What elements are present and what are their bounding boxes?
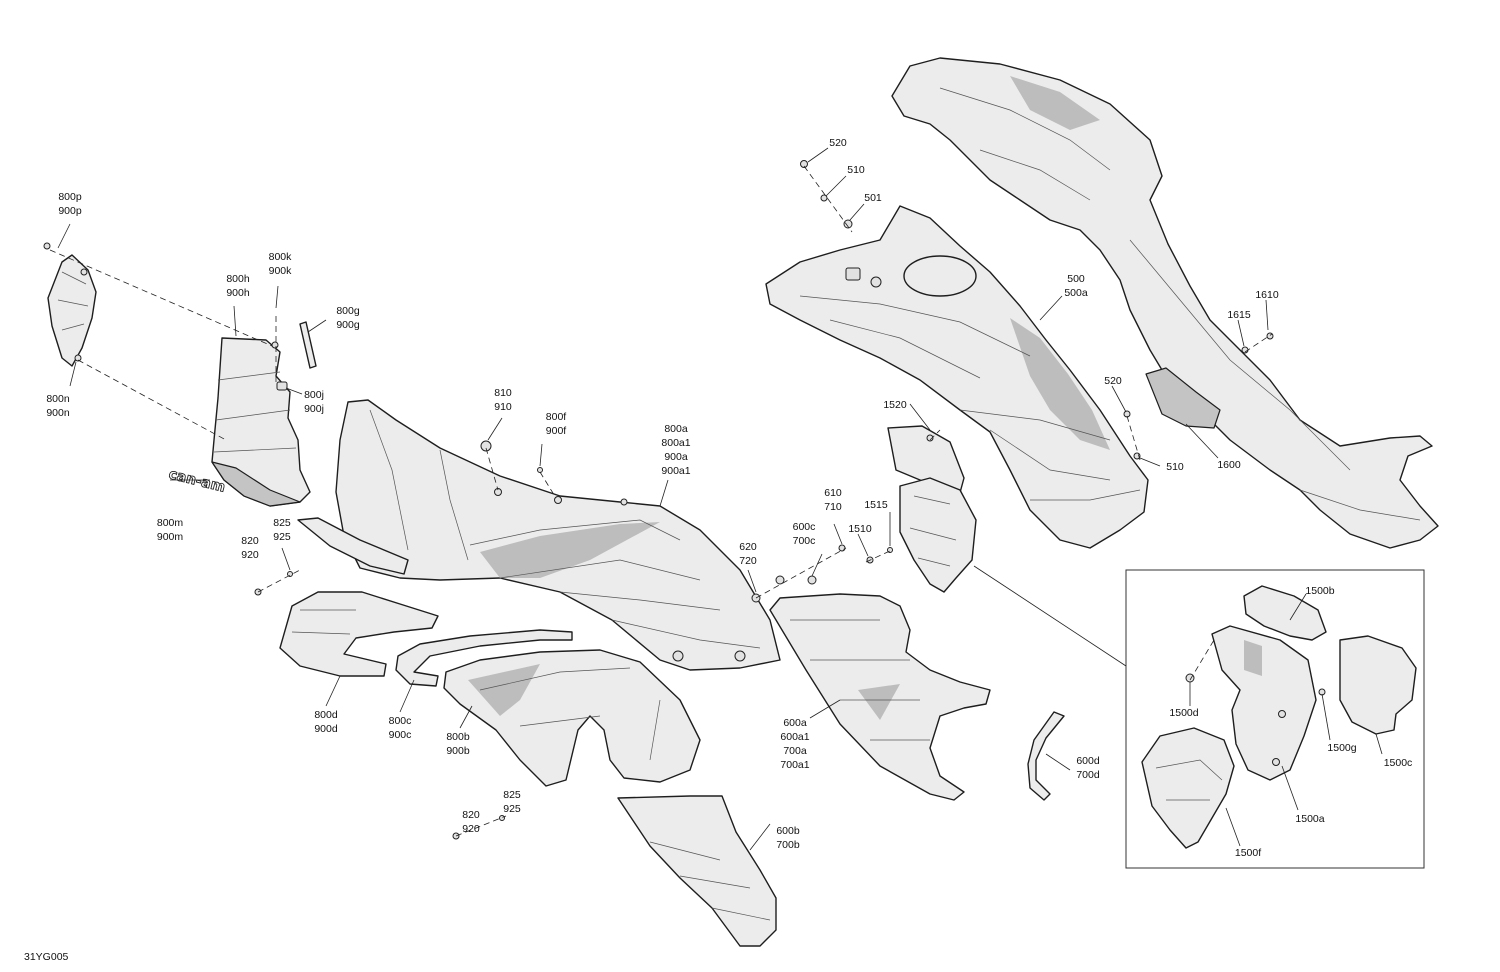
part-1520-cover-assembly (887, 425, 977, 593)
part-800g-trim-strip (299, 321, 317, 369)
part-800a-main-side-panel (335, 399, 781, 671)
callout-1600: 1600 (1217, 459, 1241, 471)
callout-1520: 1520 (883, 399, 907, 411)
drawing-id: 31YG005 (24, 951, 69, 963)
callout-1615: 1615 (1227, 309, 1251, 321)
callout-1500g: 1500g (1327, 742, 1356, 754)
part-800j-bracket (271, 341, 288, 391)
part-800d-lower-panel (279, 591, 439, 677)
part-800b-lower-side-panel (443, 649, 701, 787)
callout-520-upper: 520 (829, 137, 847, 149)
callout-1500f: 1500f (1235, 847, 1261, 859)
callout-510-lower: 510 (1166, 461, 1184, 473)
part-500-tank-cover (765, 205, 1149, 549)
part-1600-rear-frame (891, 57, 1439, 549)
callout-1610: 1610 (1255, 289, 1279, 301)
callout-1500b: 1500b (1305, 585, 1334, 597)
part-800p-side-cover (47, 254, 97, 367)
callout-1510: 1510 (848, 523, 872, 535)
part-825-lower-trim (297, 517, 409, 575)
callout-501: 501 (864, 192, 882, 204)
callout-1500d: 1500d (1169, 707, 1198, 719)
part-600d-curved-rod (1027, 711, 1065, 801)
inset-detail-frame (973, 565, 1425, 869)
callout-520-lower: 520 (1104, 375, 1122, 387)
callout-510-upper: 510 (847, 164, 865, 176)
hardware-fasteners (43, 160, 1274, 840)
callout-1500c: 1500c (1384, 757, 1413, 769)
part-600b-lower-panel (617, 795, 777, 947)
part-600a-center-panel (769, 575, 991, 801)
leader-lines (49, 147, 1383, 851)
part-800c-lower-strip (395, 629, 573, 687)
inset-1500-components (1141, 585, 1417, 849)
part-800h-left-panel (211, 337, 311, 507)
callout-1500a: 1500a (1295, 813, 1324, 825)
callout-1515: 1515 (864, 499, 888, 511)
